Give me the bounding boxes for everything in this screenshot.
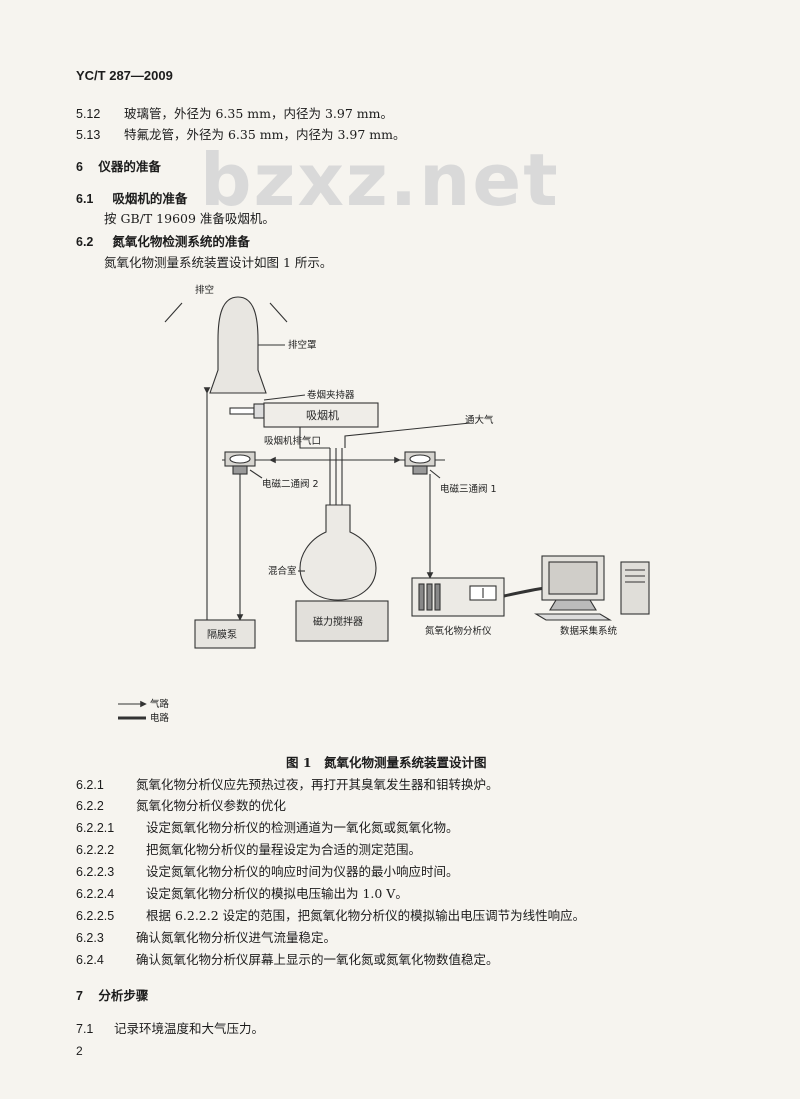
item-number: 5.12 (76, 107, 101, 121)
item-7-1: 7.1 记录环境温度和大气压力。 (76, 1021, 264, 1037)
section-number: 7 (76, 989, 83, 1003)
section-number: 6 (76, 160, 83, 174)
holder-shape (253, 403, 265, 419)
smoking-machine-box (263, 402, 379, 428)
section-6-1-body: 按 GB/T 19609 准备吸烟机。 (104, 211, 275, 226)
section-title: 仪器的准备 (98, 159, 161, 174)
page-number: 2 (76, 1044, 83, 1058)
exhaust-hood-shape (209, 296, 267, 394)
item-5-12: 5.12 玻璃管，外径为 6.35 mm，内径为 3.97 mm。 (76, 106, 393, 122)
item-text: 设定氮氧化物分析仪的模拟电压输出为 1.0 V。 (145, 886, 408, 901)
section-title: 分析步骤 (98, 988, 149, 1003)
item-6-2-2-3: 6.2.2.3 设定氮氧化物分析仪的响应时间为仪器的最小响应时间。 (76, 864, 459, 880)
label-daq: 数据采集系统 (560, 625, 618, 637)
item-text: 氮氧化物分析仪参数的优化 (135, 798, 286, 813)
section-6-1-heading: 6.1 吸烟机的准备 (76, 191, 187, 207)
legend-gas-label: 气路 (150, 698, 170, 710)
item-6-2-1: 6.2.1 氮氧化物分析仪应先预热过夜，再打开其臭氧发生器和钼转换炉。 (76, 777, 499, 793)
legend-circuit-label: 电路 (150, 712, 170, 724)
item-text: 氮氧化物分析仪应先预热过夜，再打开其臭氧发生器和钼转换炉。 (135, 777, 499, 792)
item-number: 6.2.3 (76, 931, 104, 945)
item-number: 6.2.1 (76, 778, 104, 792)
label-analyzer: 氮氧化物分析仪 (425, 625, 492, 637)
doc-code-header: YC/T 287—2009 (76, 68, 173, 83)
label-smoking-machine: 吸烟机 (306, 408, 339, 422)
label-valve2: 电磁二通阀 2 (262, 478, 319, 490)
section-title: 氮氧化物检测系统的准备 (112, 234, 250, 249)
item-text: 把氮氧化物分析仪的量程设定为合适的测定范围。 (145, 842, 421, 857)
item-6-2-2-4: 6.2.2.4 设定氮氧化物分析仪的模拟电压输出为 1.0 V。 (76, 886, 408, 902)
item-text: 玻璃管，外径为 6.35 mm，内径为 3.97 mm。 (123, 106, 393, 121)
diaphragm-pump-box (194, 619, 256, 649)
atmosphere-line (344, 422, 471, 448)
label-diaphragm-pump: 隔膜泵 (207, 629, 237, 641)
item-text: 根据 6.2.2.2 设定的范围，把氮氧化物分析仪的模拟输出电压调节为线性响应。 (145, 908, 586, 923)
item-text: 确认氮氧化物分析仪进气流量稳定。 (135, 930, 336, 945)
item-number: 6.2.2.1 (76, 821, 115, 835)
section-6-2-body: 氮氧化物测量系统装置设计如图 1 所示。 (104, 255, 333, 270)
item-text: 设定氮氧化物分析仪的检测通道为一氧化氮或氮氧化物。 (145, 820, 459, 835)
label-mixing-chamber: 混合室 (268, 565, 297, 577)
exhaust-arrow-right (269, 302, 288, 323)
cigarette-shape (229, 407, 255, 415)
section-6-heading: 6 仪器的准备 (76, 159, 161, 175)
item-text: 设定氮氧化物分析仪的响应时间为仪器的最小响应时间。 (145, 864, 459, 879)
label-exhaust: 排空 (195, 284, 214, 296)
exhaust-port-line (299, 437, 330, 449)
figure-1-diagram: 排空 排空罩 卷烟夹持器 吸烟机 吸烟机排气口 通大气 电磁二通阀 2 电磁三通… (118, 284, 650, 724)
section-number: 6.2 (76, 235, 94, 249)
label-cig-holder: 卷烟夹持器 (307, 389, 355, 401)
pc-tower-shape (620, 561, 650, 615)
label-stirrer: 磁力搅拌器 (313, 615, 363, 628)
item-number: 7.1 (76, 1022, 94, 1036)
section-title: 吸烟机的准备 (112, 191, 188, 206)
item-6-2-2: 6.2.2 氮氧化物分析仪参数的优化 (76, 798, 286, 814)
item-text: 记录环境温度和大气压力。 (113, 1021, 264, 1036)
item-6-2-2-1: 6.2.2.1 设定氮氧化物分析仪的检测通道为一氧化氮或氮氧化物。 (76, 820, 459, 836)
magnetic-stirrer-box (295, 600, 389, 642)
mixing-chamber-flask (299, 504, 377, 601)
valve2-leader (249, 469, 263, 479)
item-5-13: 5.13 特氟龙管，外径为 6.35 mm，内径为 3.97 mm。 (76, 127, 405, 143)
valve1-leader (429, 469, 441, 479)
label-valve1: 电磁三通阀 1 (440, 483, 497, 495)
item-number: 6.2.2.5 (76, 909, 115, 923)
item-number: 6.2.2.2 (76, 843, 115, 857)
item-number: 6.2.4 (76, 953, 104, 967)
item-6-2-2-5: 6.2.2.5 根据 6.2.2.2 设定的范围，把氮氧化物分析仪的模拟输出电压… (76, 908, 585, 924)
section-7-heading: 7 分析步骤 (76, 988, 148, 1004)
label-exhaust-hood: 排空罩 (288, 339, 317, 351)
item-number: 5.13 (76, 128, 101, 142)
item-number: 6.2.2.3 (76, 865, 115, 879)
figure-1-caption: 图 1 氮氧化物测量系统装置设计图 (286, 755, 487, 770)
item-text: 确认氮氧化物分析仪屏幕上显示的一氧化氮或氮氧化物数值稳定。 (135, 952, 499, 967)
item-number: 6.2.2.4 (76, 887, 115, 901)
label-to-atmosphere: 通大气 (465, 414, 494, 426)
exhaust-arrow-left (164, 302, 183, 323)
item-text: 特氟龙管，外径为 6.35 mm，内径为 3.97 mm。 (123, 127, 406, 142)
label-machine-exhaust: 吸烟机排气口 (264, 435, 321, 447)
item-6-2-3: 6.2.3 确认氮氧化物分析仪进气流量稳定。 (76, 930, 336, 946)
holder-leader (263, 394, 306, 401)
section-number: 6.1 (76, 192, 94, 206)
item-6-2-2-2: 6.2.2.2 把氮氧化物分析仪的量程设定为合适的测定范围。 (76, 842, 421, 858)
keyboard-shape (534, 613, 612, 621)
item-number: 6.2.2 (76, 799, 104, 813)
item-6-2-4: 6.2.4 确认氮氧化物分析仪屏幕上显示的一氧化氮或氮氧化物数值稳定。 (76, 952, 499, 968)
section-6-2-heading: 6.2 氮氧化物检测系统的准备 (76, 234, 250, 250)
watermark: bzxz.net (200, 138, 560, 222)
